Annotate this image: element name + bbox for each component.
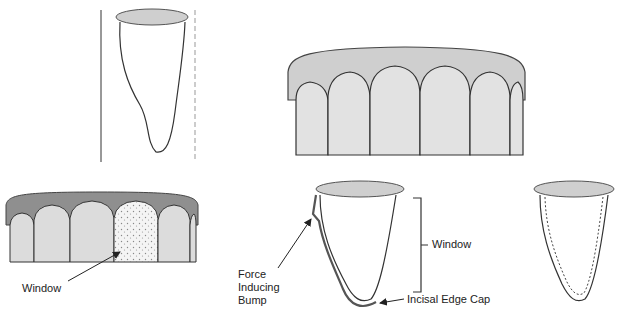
callout-label: Window	[22, 282, 102, 295]
callout-label: Force Inducing Bump	[238, 268, 300, 307]
tooth-appliance	[278, 181, 428, 306]
tooth-profile	[101, 9, 195, 162]
denture-window	[6, 192, 198, 281]
denture-front	[288, 47, 525, 155]
tooth-dotted	[534, 181, 614, 301]
callout-label: Incisal Edge Cap	[407, 293, 517, 306]
callout-label: Window	[432, 238, 512, 251]
